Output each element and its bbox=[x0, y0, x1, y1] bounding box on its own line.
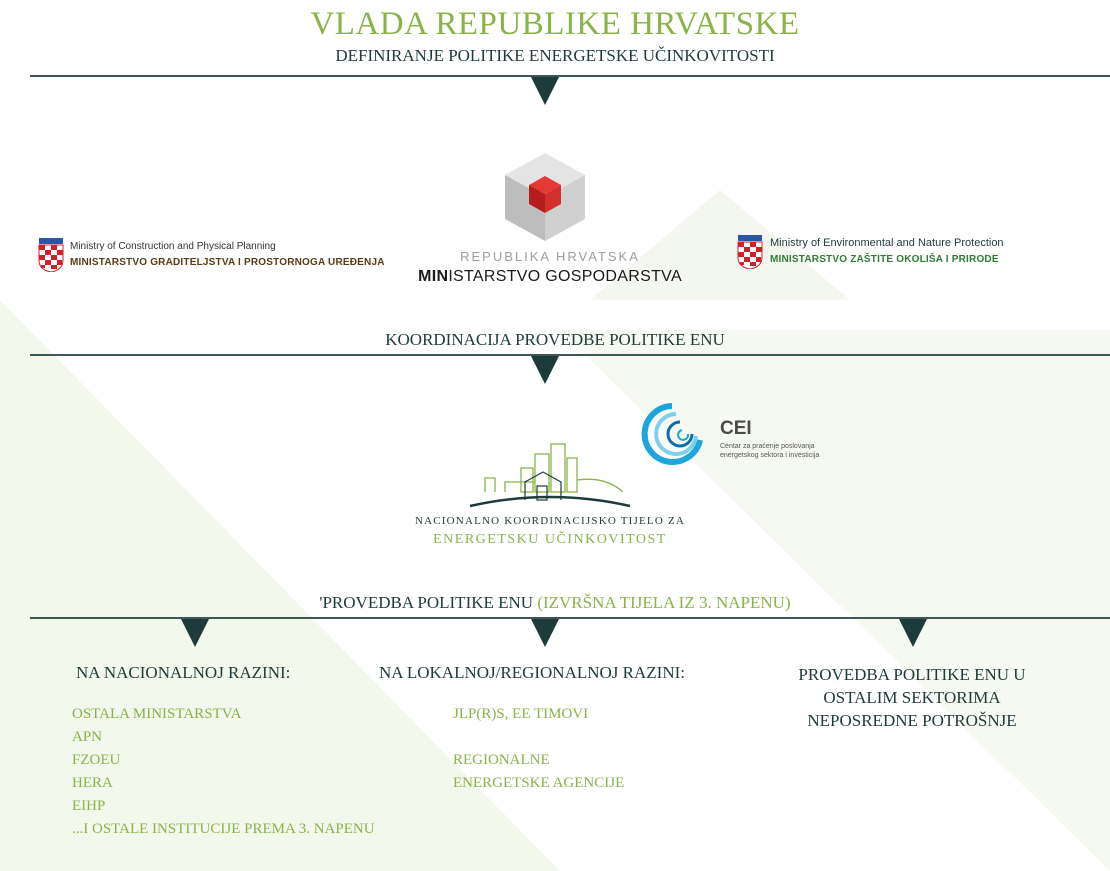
ministry-economy: REPUBLIKA HRVATSKA MINISTARSTVO GOSPODAR… bbox=[395, 150, 705, 290]
cei-desc-line2: energetskog sektora i investicija bbox=[720, 452, 820, 459]
local-level-list: JLP(R)S, EE TIMOVI REGIONALNE ENERGETSKE… bbox=[453, 706, 624, 798]
ministry-economy-name-bold: MIN bbox=[418, 268, 449, 285]
list-item: REGIONALNE bbox=[453, 752, 550, 768]
croatian-coat-of-arms-icon bbox=[38, 238, 64, 272]
list-item: OSTALA MINISTARSTVA bbox=[72, 706, 242, 722]
ministry-economy-name: MINISTARSTVO GOSPODARSTVA bbox=[395, 268, 705, 286]
ministry-construction-name-hr: MINISTARSTVO GRADITELJSTVA I PROSTORNOGA… bbox=[70, 257, 385, 268]
arrow-down-icon bbox=[899, 619, 927, 647]
list-gap bbox=[453, 729, 624, 752]
other-sectors-line3: NEPOSREDNE POTROŠNJE bbox=[807, 711, 1017, 730]
national-body: NACIONALNO KOORDINACIJSKO TIJELO ZA ENER… bbox=[405, 440, 695, 555]
ministry-cube-logo bbox=[505, 153, 585, 241]
arrow-down-icon bbox=[181, 619, 209, 647]
national-body-line1: NACIONALNO KOORDINACIJSKO TIJELO ZA bbox=[414, 515, 686, 527]
local-level-heading: NA LOKALNOJ/REGIONALNOJ RAZINI: bbox=[379, 663, 685, 682]
page-subtitle: DEFINIRANJE POLITIKE ENERGETSKE UČINKOVI… bbox=[335, 46, 775, 65]
cei-desc-line1: Centar za praćenje poslovanja bbox=[720, 443, 815, 450]
divider-implementation bbox=[30, 617, 1110, 619]
arrow-down-icon bbox=[531, 619, 559, 647]
divider-coordination bbox=[30, 354, 1110, 356]
ministry-environment: Ministry of Environmental and Nature Pro… bbox=[737, 235, 1067, 271]
list-item: FZOEU bbox=[72, 752, 121, 768]
ministry-economy-name-rest: ISTARSTVO GOSPODARSTVA bbox=[448, 268, 682, 285]
list-item: ENERGETSKE AGENCIJE bbox=[453, 775, 625, 791]
ministry-construction-name-en: Ministry of Construction and Physical Pl… bbox=[70, 241, 276, 252]
other-sectors-line2: OSTALIM SEKTORIMA bbox=[823, 688, 1001, 707]
ministry-environment-name-en: Ministry of Environmental and Nature Pro… bbox=[770, 237, 1004, 249]
city-skyline-logo bbox=[469, 443, 631, 508]
ministry-environment-name-hr: MINISTARSTVO ZAŠTITE OKOLIŠA I PRIRODE bbox=[770, 254, 999, 265]
list-item: EIHP bbox=[72, 798, 106, 814]
other-sectors-heading: PROVEDBA POLITIKE ENU U OSTALIM SEKTORIM… bbox=[762, 663, 1062, 732]
arrow-down-icon bbox=[531, 356, 559, 384]
implementation-label: 'PROVEDBA POLITIKE ENU (IZVRŠNA TIJELA I… bbox=[0, 593, 1110, 613]
swirl-logo bbox=[641, 403, 703, 465]
croatian-coat-of-arms-icon bbox=[737, 235, 763, 269]
national-body-line2: ENERGETSKU UČINKOVITOST bbox=[433, 532, 667, 547]
implementation-label-paren: (IZVRŠNA TIJELA IZ 3. NAPENU) bbox=[537, 593, 791, 612]
national-level-list: OSTALA MINISTARSTVA APN FZOEU HERA EIHP … bbox=[72, 706, 375, 844]
list-item: HERA bbox=[72, 775, 113, 791]
ministry-economy-country: REPUBLIKA HRVATSKA bbox=[460, 249, 640, 264]
page-title: VLADA REPUBLIKE HRVATSKE bbox=[310, 6, 800, 42]
arrow-down-icon bbox=[531, 77, 559, 105]
list-item: JLP(R)S, EE TIMOVI bbox=[453, 706, 589, 722]
list-item: ...I OSTALE INSTITUCIJE PREMA 3. NAPENU bbox=[72, 821, 375, 837]
cei-name: CEI bbox=[720, 418, 752, 439]
coordination-label: KOORDINACIJA PROVEDBE POLITIKE ENU bbox=[385, 330, 725, 349]
divider-top bbox=[30, 75, 1110, 77]
national-level-heading: NA NACIONALNOJ RAZINI: bbox=[76, 663, 291, 682]
implementation-label-main: 'PROVEDBA POLITIKE ENU bbox=[319, 593, 534, 612]
other-sectors-line1: PROVEDBA POLITIKE ENU U bbox=[798, 665, 1026, 684]
cei-logo-block: CEI Centar za praćenje poslovanja energe… bbox=[632, 400, 842, 470]
list-item: APN bbox=[72, 729, 103, 745]
ministry-construction: Ministry of Construction and Physical Pl… bbox=[38, 238, 398, 274]
